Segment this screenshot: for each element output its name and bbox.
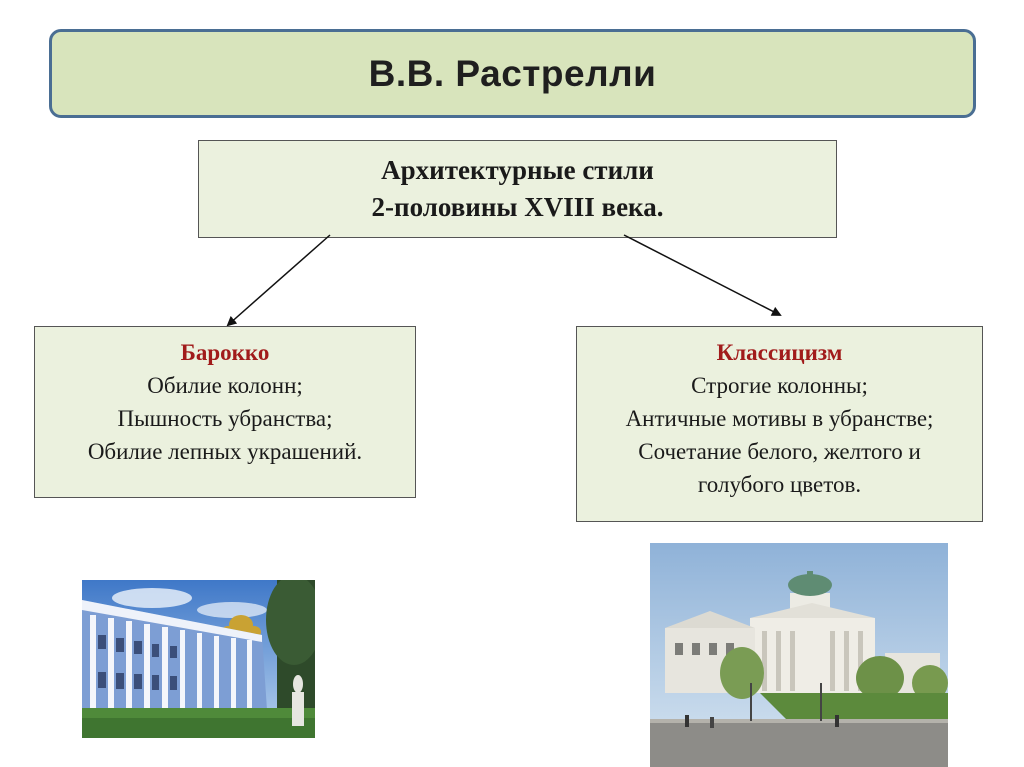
classicism-item: Сочетание белого, желтого и — [638, 439, 921, 464]
baroque-item: Пышность убранства; — [117, 406, 333, 431]
baroque-item: Обилие колонн; — [147, 373, 303, 398]
classicism-item: Античные мотивы в убранстве; — [625, 406, 934, 431]
baroque-box: Барокко Обилие колонн; Пышность убранств… — [34, 326, 416, 498]
baroque-item: Обилие лепных украшений. — [87, 439, 363, 464]
arrow-to-classicism — [623, 234, 782, 316]
classicism-box: Классицизм Строгие колонны; Античные мот… — [576, 326, 983, 522]
baroque-title: Барокко — [180, 340, 270, 365]
catherine-palace-photo — [82, 580, 315, 738]
arrow-to-baroque — [226, 234, 331, 327]
title-banner: В.В. Растрелли — [49, 29, 976, 118]
classicism-item: голубого цветов. — [697, 472, 862, 497]
pashkov-house-photo — [650, 543, 948, 767]
styles-heading-line-1: Архитектурные стили — [381, 155, 654, 185]
styles-heading-box: Архитектурные стили 2-половины XVIII век… — [198, 140, 837, 238]
classicism-title: Классицизм — [716, 340, 843, 365]
slide-title: В.В. Растрелли — [368, 52, 657, 94]
styles-heading-line-2: 2-половины XVIII века. — [371, 192, 664, 222]
classicism-item: Строгие колонны; — [691, 373, 868, 398]
